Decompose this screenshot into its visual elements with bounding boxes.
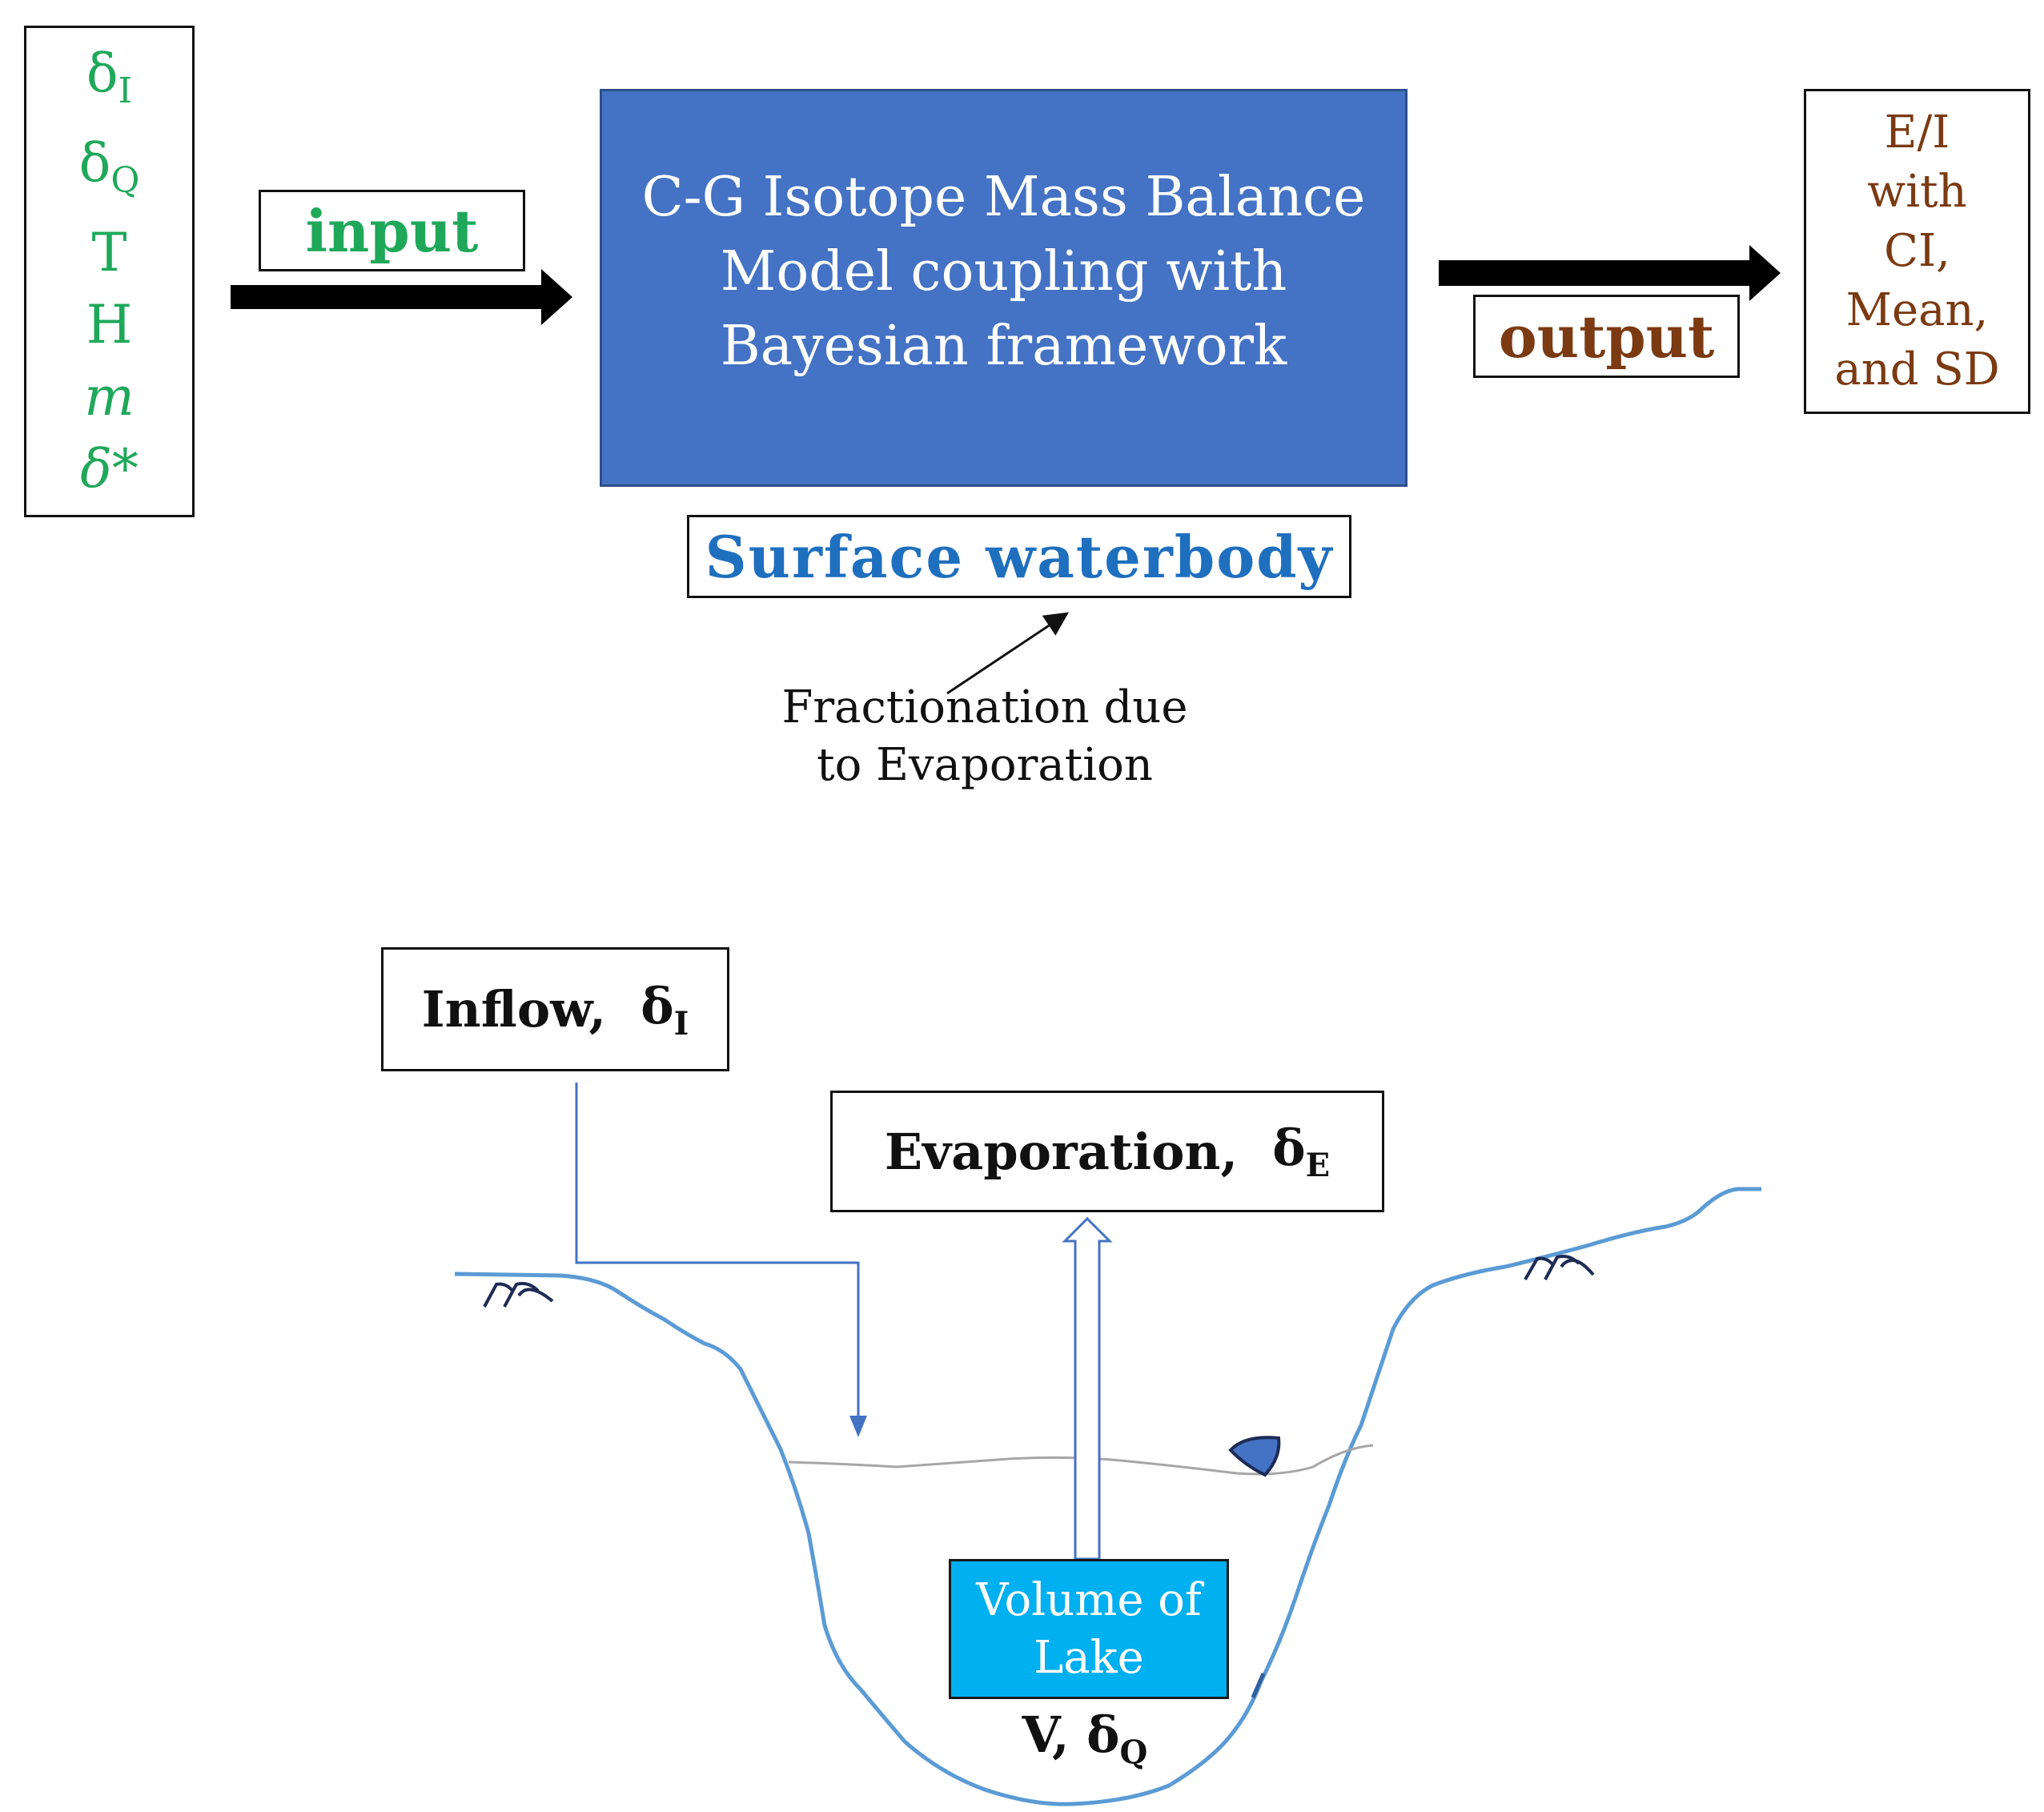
evaporation-arrow [1062,1216,1113,1561]
storage-label: V, δQ [1022,1706,1148,1771]
rock-shape [1228,1436,1281,1477]
output-line-1: E/I [1884,106,1950,159]
output-line-4: Mean, [1845,284,1989,336]
model-box: C-G Isotope Mass Balance Model coupling … [600,89,1408,487]
var-delta-star: δ* [80,438,139,500]
evaporation-delta: δE [1272,1119,1331,1184]
fractionation-annotation: Fractionation due to Evaporation [753,679,1217,794]
model-line-2: Model coupling with [720,240,1287,303]
var-delta-i: δI [86,42,133,111]
volume-of-lake-box: Volume of Lake [949,1559,1229,1699]
output-line-5: and SD [1834,344,2000,396]
model-line-3: Bayesian framework [720,315,1287,378]
volume-line-2: Lake [1034,1631,1144,1684]
output-line-2: with [1867,166,1967,218]
inflow-arrow [575,1083,867,1437]
evaporation-label: Evaporation, [884,1122,1239,1181]
fractionation-line-1: Fractionation due [781,681,1188,733]
inflow-box: Inflow, δI [381,947,729,1071]
surface-waterbody-label: Surface waterbody [687,515,1351,598]
fractionation-line-2: to Evaporation [817,739,1153,791]
var-t: T [91,222,127,283]
lake-bank-outline [454,1187,1761,1806]
output-line-3: CI, [1884,225,1950,277]
volume-line-1: Volume of [976,1573,1202,1626]
output-arrow [1439,245,1781,301]
input-arrow [231,269,572,325]
output-results-box: E/I with CI, Mean, and SD [1804,89,2030,414]
var-delta-q: δQ [78,132,140,201]
input-variables-box: δI δQ T H m δ* [24,26,195,517]
water-surface-line [788,1444,1374,1476]
input-label: input [259,190,525,271]
grass-tuft-right [1524,1255,1595,1280]
var-h: H [86,294,133,356]
inflow-delta: δI [641,976,689,1043]
fractionation-arrow [946,612,1069,695]
grass-tuft-left [483,1282,554,1308]
inflow-label: Inflow, [421,980,607,1039]
model-line-1: C-G Isotope Mass Balance [641,166,1366,229]
evaporation-box: Evaporation, δE [830,1091,1384,1212]
output-label: output [1473,295,1740,378]
var-m: m [84,366,135,428]
